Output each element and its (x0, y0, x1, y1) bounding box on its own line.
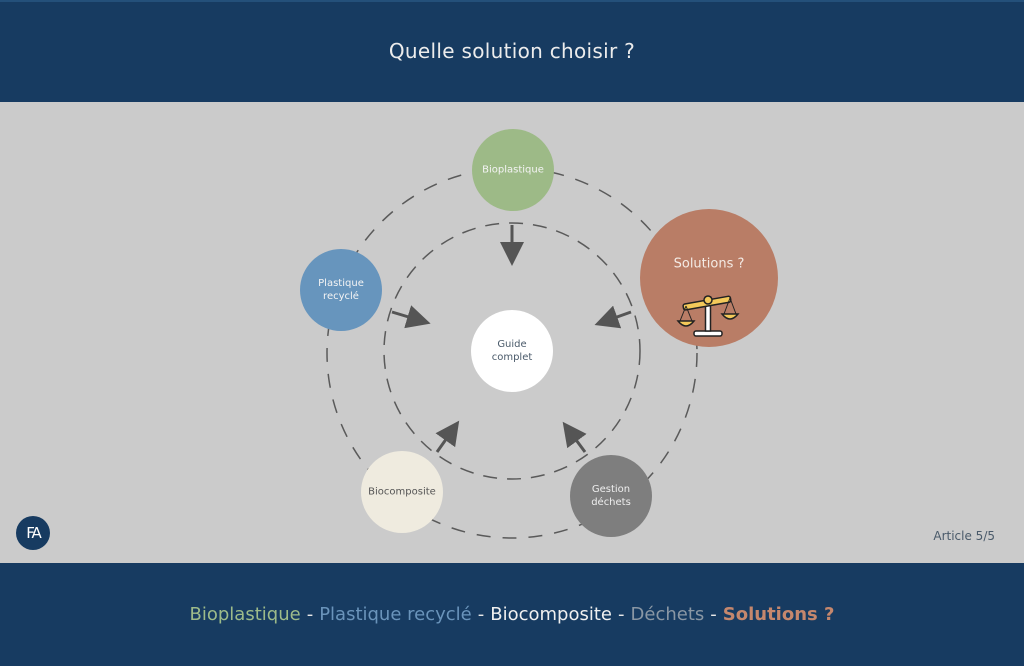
balance-scale-icon (676, 295, 740, 337)
node-label-bioplastique: Bioplastique (482, 164, 544, 176)
node-solutions (640, 209, 778, 347)
footer-link-biocomposite[interactable]: Biocomposite (490, 604, 613, 625)
node-guide-complet (471, 310, 553, 392)
footer-bar: Bioplastique - Plastique recyclé - Bioco… (0, 563, 1024, 666)
footer-link-bioplastique[interactable]: Bioplastique (189, 604, 301, 625)
footer-link-plastique-recycle[interactable]: Plastique recyclé (319, 604, 472, 625)
node-label-biocomposite: Biocomposite (368, 486, 436, 498)
node-bioplastique (472, 129, 554, 211)
footer-separator: - (477, 604, 485, 625)
footer-link-solutions[interactable]: Solutions ? (722, 604, 835, 625)
logo-text: FA (26, 524, 41, 542)
footer-separator: - (710, 604, 717, 625)
article-counter: Article 5/5 (933, 529, 995, 543)
node-label-gestion-dechets: Gestion déchets (591, 484, 631, 508)
node-plastique-recycle (300, 249, 382, 331)
node-biocomposite (361, 451, 443, 533)
cycle-diagram (300, 129, 778, 539)
footer-separator: - (306, 604, 314, 625)
node-gestion-dechets (570, 455, 652, 537)
arrow-from-plastique-recycle (391, 305, 431, 329)
inner-dashed-ring (383, 222, 641, 480)
node-label-solutions: Solutions ? (673, 256, 745, 272)
arrow-from-biocomposite (435, 420, 460, 453)
logo: FA (16, 516, 50, 550)
page-title: Quelle solution choisir ? (388, 39, 636, 63)
footer-separator: - (618, 604, 625, 625)
node-label-plastique-recycle: Plastique recyclé (318, 278, 364, 302)
arrow-from-solutions (594, 305, 632, 329)
header-bar: Quelle solution choisir ? (0, 0, 1024, 102)
arrow-from-gestion-dechets (562, 421, 587, 453)
footer-link-dechets[interactable]: Déchets (630, 604, 705, 625)
diagram-area: Bioplastique Solutions ? Gestion déchets… (0, 102, 1024, 563)
node-label-guide-complet: Guide complet (491, 339, 533, 363)
